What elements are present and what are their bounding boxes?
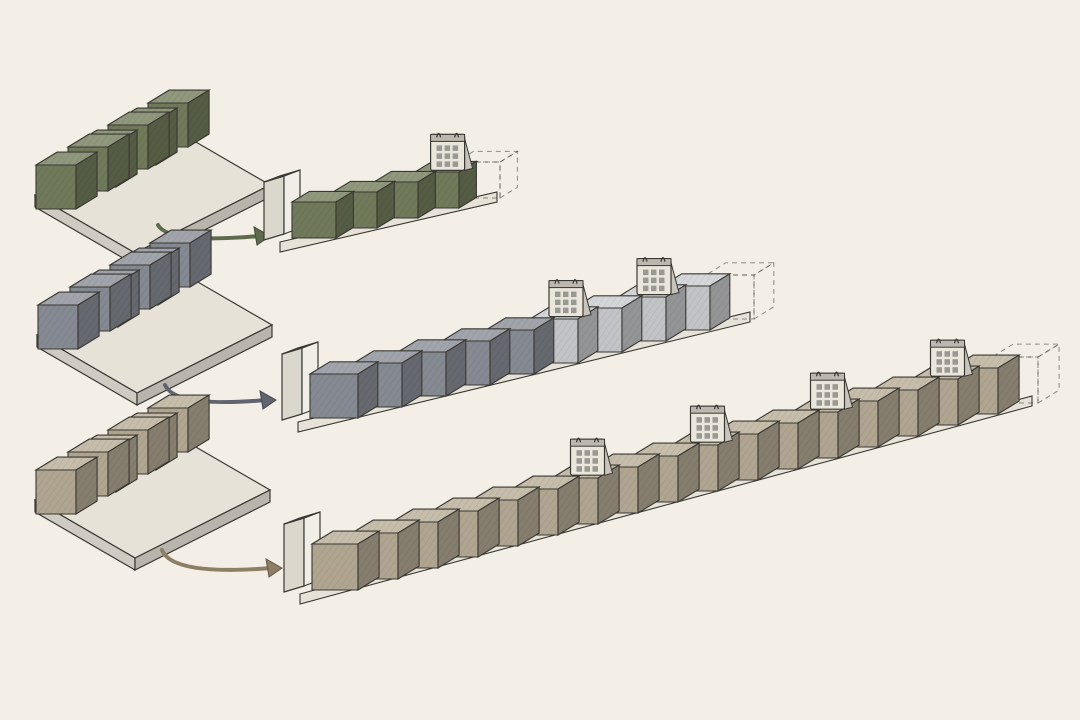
track-block xyxy=(396,338,468,397)
cube-stack-icon xyxy=(33,89,272,267)
calendar-icon xyxy=(569,437,614,476)
row-short xyxy=(33,89,520,267)
calendar-icon xyxy=(809,371,854,410)
calendar-icon xyxy=(929,338,974,377)
stack-cube xyxy=(68,273,134,332)
stack-cubes xyxy=(34,89,212,210)
arrow-icon xyxy=(160,548,283,578)
stack-cubes xyxy=(34,394,212,515)
calendar-icon xyxy=(548,278,592,318)
track-blocks xyxy=(290,150,520,239)
track-blocks xyxy=(308,261,776,419)
calendar-icon xyxy=(636,256,680,296)
stack-tray xyxy=(33,431,272,572)
track-short xyxy=(263,132,520,253)
track-blocks xyxy=(310,343,1061,591)
track-block xyxy=(308,360,380,419)
track-block xyxy=(290,190,356,239)
track-long xyxy=(283,338,1061,605)
cube-stack-icon xyxy=(33,394,272,572)
stack-cube xyxy=(34,151,100,210)
calendar-icon xyxy=(689,404,734,443)
track-block xyxy=(310,530,382,591)
cube-stack-icon xyxy=(35,229,274,407)
track-medium xyxy=(281,256,776,433)
stack-cube xyxy=(34,456,100,515)
stack-cube xyxy=(36,291,102,350)
row-long xyxy=(33,338,1061,605)
calendar-icon xyxy=(430,132,474,172)
row-medium xyxy=(35,229,776,433)
stack-cubes xyxy=(36,229,214,350)
